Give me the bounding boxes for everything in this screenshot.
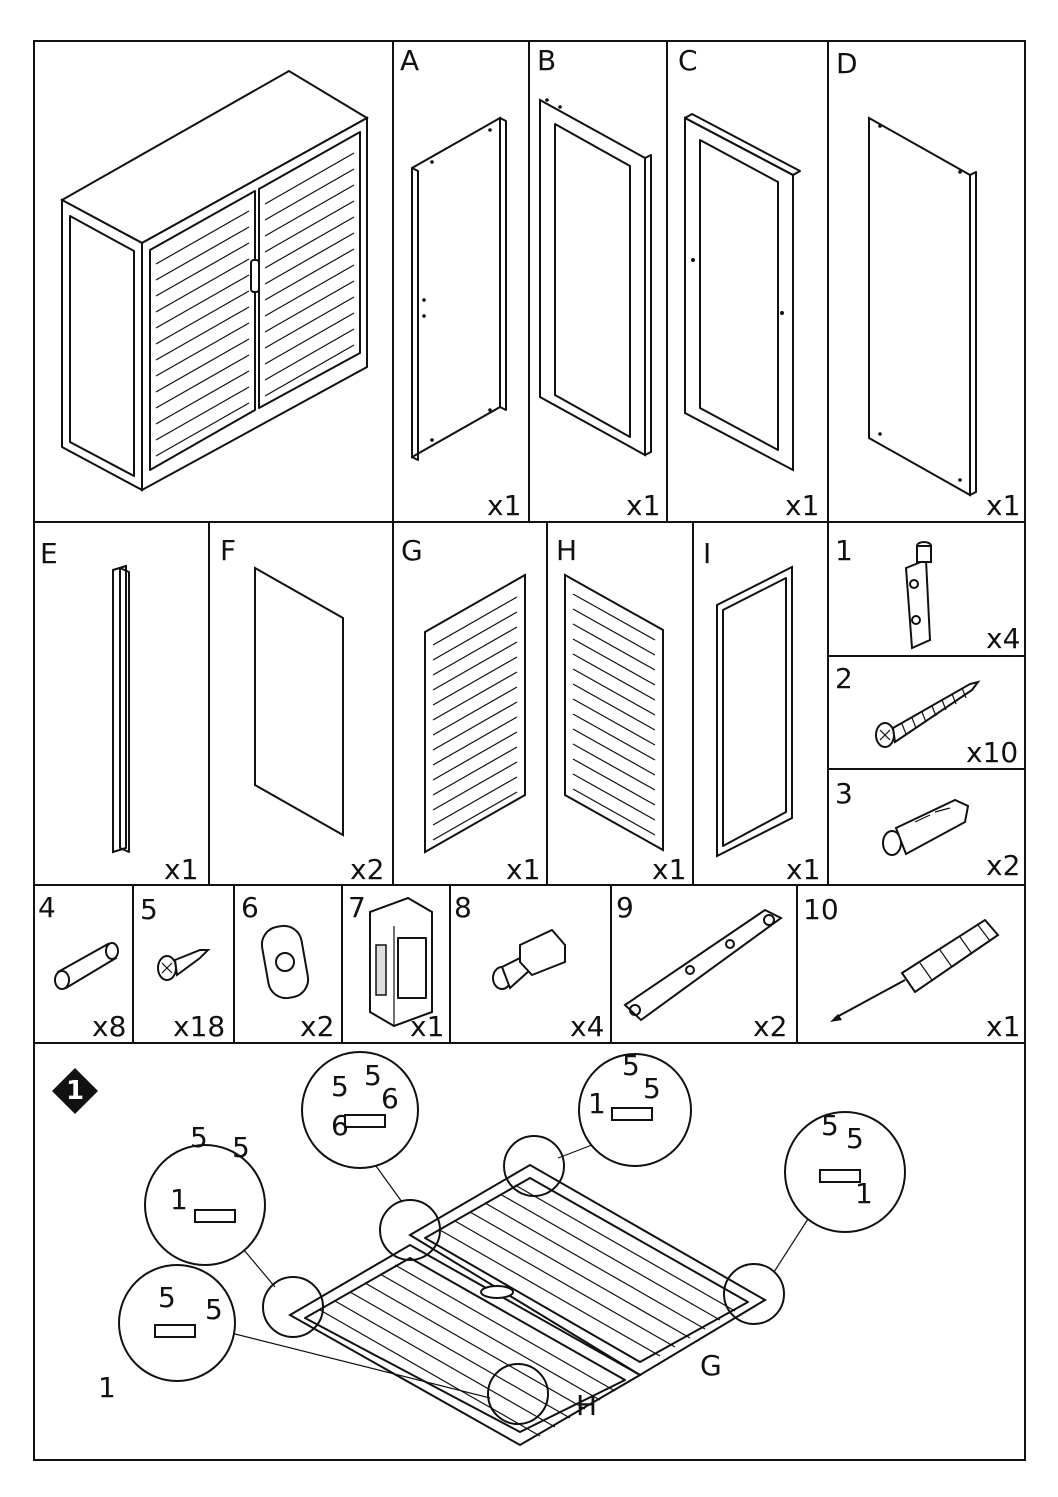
col-divider-r2a — [208, 521, 210, 884]
part-qty-h: x1 — [652, 853, 687, 886]
callout-5-screw-a: 5 — [158, 1281, 176, 1314]
col-divider-r3a — [132, 884, 134, 1042]
col-divider-r2b — [392, 521, 394, 884]
step-panel-label-g: G — [700, 1349, 722, 1382]
col-divider-r1b — [528, 40, 530, 521]
hw-qty-7: x1 — [410, 1010, 445, 1043]
part-label-b: B — [537, 44, 557, 77]
row-divider-3 — [33, 1042, 1026, 1044]
part-qty-e: x1 — [164, 853, 199, 886]
hw-qty-10: x1 — [986, 1010, 1021, 1043]
hw-label-4: 4 — [38, 891, 56, 924]
hw-qty-5: x18 — [173, 1010, 226, 1043]
callout-4-screw-a: 5 — [821, 1109, 839, 1142]
hw-label-9: 9 — [616, 891, 634, 924]
step-number-badge: 1 — [52, 1068, 98, 1114]
hw-label-10: 10 — [803, 893, 839, 926]
hw-divider-b — [827, 768, 1026, 770]
hw-label-7: 7 — [348, 891, 366, 924]
col-divider-r2e — [827, 521, 829, 884]
step-number: 1 — [65, 1076, 85, 1106]
hw-label-5: 5 — [140, 893, 158, 926]
part-label-c: C — [678, 44, 698, 77]
part-qty-i: x1 — [786, 853, 821, 886]
callout-1-screw-a: 5 — [190, 1121, 208, 1154]
callout-3-hinge: 1 — [588, 1087, 606, 1120]
col-divider-r3c — [341, 884, 343, 1042]
callout-2-screw-a: 5 — [331, 1070, 349, 1103]
callout-5-screw-b: 5 — [205, 1293, 223, 1326]
part-qty-a: x1 — [487, 489, 522, 522]
part-qty-g: x1 — [506, 853, 541, 886]
hw-label-3: 3 — [835, 777, 853, 810]
part-label-i: I — [703, 537, 712, 570]
row-divider-1 — [33, 521, 1026, 523]
callout-4-hinge: 1 — [855, 1177, 873, 1210]
hw-qty-2: x10 — [966, 736, 1019, 769]
hw-qty-6: x2 — [300, 1010, 335, 1043]
hw-divider-a — [827, 655, 1026, 657]
col-divider-r2d — [692, 521, 694, 884]
part-label-f: F — [220, 534, 237, 567]
row-divider-2 — [33, 884, 1026, 886]
col-divider-r1a — [392, 40, 394, 521]
callout-1-screw-b: 5 — [232, 1131, 250, 1164]
callout-2-screw-b: 5 — [364, 1059, 382, 1092]
hw-label-8: 8 — [454, 891, 472, 924]
part-label-e: E — [40, 537, 58, 570]
callout-2-washer-b: 6 — [331, 1109, 349, 1142]
hw-qty-1: x4 — [986, 622, 1021, 655]
callout-2-washer-a: 6 — [381, 1082, 399, 1115]
callout-4-screw-b: 5 — [846, 1122, 864, 1155]
col-divider-r3f — [796, 884, 798, 1042]
col-divider-r1c — [666, 40, 668, 521]
hw-label-1: 1 — [835, 534, 853, 567]
hw-label-6: 6 — [241, 891, 259, 924]
part-label-a: A — [400, 44, 420, 77]
part-qty-f: x2 — [350, 853, 385, 886]
hw-label-2: 2 — [835, 662, 853, 695]
step-panel-label-h: H — [576, 1389, 598, 1422]
col-divider-r3e — [610, 884, 612, 1042]
col-divider-r3b — [233, 884, 235, 1042]
col-divider-r2c — [546, 521, 548, 884]
part-label-h: H — [556, 534, 578, 567]
part-qty-d: x1 — [986, 489, 1021, 522]
part-label-g: G — [401, 534, 423, 567]
callout-3-screw-b: 5 — [643, 1072, 661, 1105]
hw-qty-8: x4 — [570, 1010, 605, 1043]
col-divider-r1d — [827, 40, 829, 521]
callout-3-screw-a: 5 — [622, 1049, 640, 1082]
callout-1-hinge: 1 — [170, 1183, 188, 1216]
col-divider-r3d — [449, 884, 451, 1042]
hw-qty-4: x8 — [92, 1010, 127, 1043]
part-qty-c: x1 — [785, 489, 820, 522]
callout-5-hinge: 1 — [98, 1371, 116, 1404]
hw-qty-3: x2 — [986, 849, 1021, 882]
part-qty-b: x1 — [626, 489, 661, 522]
part-label-d: D — [836, 47, 858, 80]
hw-qty-9: x2 — [753, 1010, 788, 1043]
